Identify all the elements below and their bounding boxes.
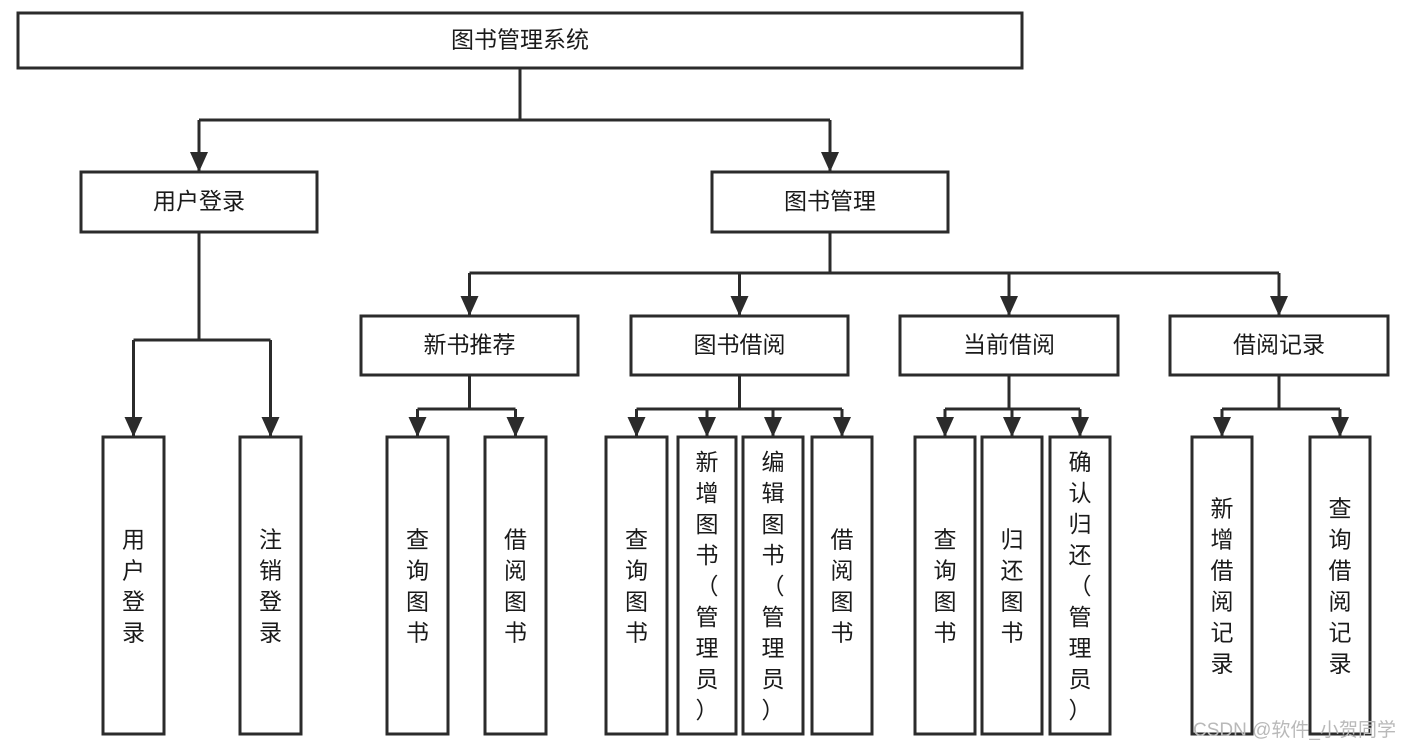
node-leaf-query-record-box xyxy=(1308,435,1372,736)
node-leaf-confirm-return-label: 确认归还（管理员） xyxy=(1069,449,1092,723)
connectors-layer xyxy=(124,68,1349,437)
node-current-borrow-label: 当前借阅 xyxy=(963,332,1055,358)
node-leaf-edit-book[interactable]: 编辑图书（管理员） xyxy=(741,435,805,736)
node-root-book-management-system-label: 图书管理系统 xyxy=(451,27,589,53)
arrow-head-icon xyxy=(730,296,749,316)
node-borrow-record-label: 借阅记录 xyxy=(1233,332,1325,358)
node-leaf-edit-book-label: 编辑图书（管理员） xyxy=(762,449,785,723)
node-book-manage[interactable]: 图书管理 xyxy=(710,170,950,234)
node-leaf-add-record-box xyxy=(1190,435,1254,736)
node-book-manage-box xyxy=(710,170,950,234)
node-leaf-query-book-bb-label: 查询图书 xyxy=(625,527,648,646)
arrow-head-icon xyxy=(124,417,143,437)
node-leaf-return-book[interactable]: 归还图书 xyxy=(980,435,1044,736)
node-leaf-user-login-label: 用户登录 xyxy=(122,527,145,646)
arrow-head-icon xyxy=(1071,417,1089,437)
nodes-layer: 图书管理系统用户登录图书管理新书推荐图书借阅当前借阅借阅记录用户登录注销登录查询… xyxy=(16,11,1390,736)
node-current-borrow-box xyxy=(898,314,1120,377)
node-leaf-query-record[interactable]: 查询借阅记录 xyxy=(1308,435,1372,736)
node-book-borrow-label: 图书借阅 xyxy=(694,332,786,358)
arrow-head-icon xyxy=(833,417,851,437)
node-leaf-edit-book-box xyxy=(741,435,805,736)
node-leaf-borrow-book-bb-label: 借阅图书 xyxy=(831,527,854,646)
arrow-head-icon xyxy=(1331,417,1349,437)
node-borrow-record[interactable]: 借阅记录 xyxy=(1168,314,1390,377)
node-leaf-add-book-box xyxy=(676,435,738,736)
node-leaf-query-book-bb-box xyxy=(604,435,669,736)
node-book-borrow[interactable]: 图书借阅 xyxy=(629,314,850,377)
node-leaf-user-login[interactable]: 用户登录 xyxy=(101,435,166,736)
arrow-head-icon xyxy=(936,417,954,437)
node-current-borrow[interactable]: 当前借阅 xyxy=(898,314,1120,377)
node-leaf-return-book-box xyxy=(980,435,1044,736)
node-book-borrow-box xyxy=(629,314,850,377)
node-leaf-add-book[interactable]: 新增图书（管理员） xyxy=(676,435,738,736)
node-leaf-confirm-return[interactable]: 确认归还（管理员） xyxy=(1048,435,1112,736)
csdn-watermark: CSDN @软件_小贺同学 xyxy=(1193,719,1396,741)
node-leaf-add-book-label: 新增图书（管理员） xyxy=(696,449,719,723)
node-book-manage-label: 图书管理 xyxy=(784,188,876,214)
node-leaf-borrow-book-bb-box xyxy=(810,435,874,736)
node-leaf-query-book-cb[interactable]: 查询图书 xyxy=(913,435,977,736)
arrow-head-icon xyxy=(698,417,716,437)
node-root-book-management-system-box xyxy=(16,11,1024,70)
node-leaf-borrow-book-nb[interactable]: 借阅图书 xyxy=(483,435,548,736)
arrow-head-icon xyxy=(1270,296,1288,316)
node-leaf-query-book-nb-label: 查询图书 xyxy=(406,527,429,646)
node-leaf-query-book-cb-label: 查询图书 xyxy=(934,527,957,646)
node-leaf-confirm-return-box xyxy=(1048,435,1112,736)
arrow-head-icon xyxy=(1000,296,1018,316)
arrow-head-icon xyxy=(1003,417,1021,437)
node-leaf-borrow-book-nb-box xyxy=(483,435,548,736)
node-new-book-recommend-label: 新书推荐 xyxy=(424,332,516,358)
arrow-head-icon xyxy=(190,152,208,172)
node-root-book-management-system[interactable]: 图书管理系统 xyxy=(16,11,1024,70)
node-leaf-query-book-nb-box xyxy=(385,435,450,736)
node-leaf-borrow-book-bb[interactable]: 借阅图书 xyxy=(810,435,874,736)
node-leaf-logout-label: 注销登录 xyxy=(259,527,282,646)
node-leaf-query-book-cb-box xyxy=(913,435,977,736)
node-leaf-return-book-label: 归还图书 xyxy=(1001,527,1024,646)
node-leaf-add-record[interactable]: 新增借阅记录 xyxy=(1190,435,1254,736)
node-leaf-query-book-nb[interactable]: 查询图书 xyxy=(385,435,450,736)
node-user-login-label: 用户登录 xyxy=(153,188,245,214)
arrow-head-icon xyxy=(1213,417,1231,437)
node-leaf-logout[interactable]: 注销登录 xyxy=(238,435,303,736)
arrow-head-icon xyxy=(460,296,479,316)
node-leaf-query-record-label: 查询借阅记录 xyxy=(1329,496,1352,677)
arrow-head-icon xyxy=(506,417,525,437)
node-leaf-logout-box xyxy=(238,435,303,736)
arrow-head-icon xyxy=(764,417,782,437)
node-borrow-record-box xyxy=(1168,314,1390,377)
node-user-login-box xyxy=(79,170,319,234)
arrow-head-icon xyxy=(627,417,646,437)
node-leaf-query-book-bb[interactable]: 查询图书 xyxy=(604,435,669,736)
node-user-login[interactable]: 用户登录 xyxy=(79,170,319,234)
arrow-head-icon xyxy=(261,417,280,437)
node-leaf-user-login-box xyxy=(101,435,166,736)
node-new-book-recommend-box xyxy=(359,314,580,377)
node-leaf-add-record-label: 新增借阅记录 xyxy=(1211,496,1234,677)
node-leaf-borrow-book-nb-label: 借阅图书 xyxy=(504,527,527,646)
arrow-head-icon xyxy=(408,417,427,437)
node-new-book-recommend[interactable]: 新书推荐 xyxy=(359,314,580,377)
arrow-head-icon xyxy=(821,152,839,172)
